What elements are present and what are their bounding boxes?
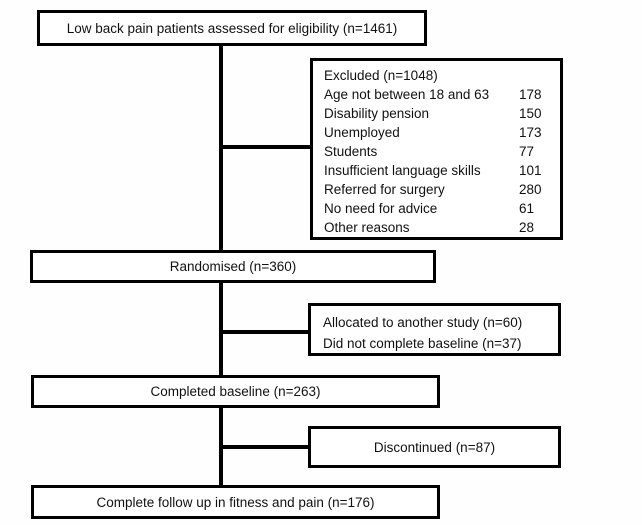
reason-value: 28 <box>519 220 535 235</box>
reason-value: 280 <box>519 182 542 197</box>
reason-label: Disability pension <box>324 106 430 121</box>
randomised-label: Randomised (n=360) <box>169 259 297 274</box>
excluded-reason-row: Referred for surgery 280 <box>324 180 554 199</box>
connector-vertical-2 <box>219 281 223 377</box>
excluded-reason-row: Students 77 <box>324 142 554 161</box>
excluded-reason-row: Disability pension 150 <box>324 104 554 123</box>
excluded-box: Excluded (n=1048) Age not between 18 and… <box>310 58 563 240</box>
reason-value: 77 <box>519 144 535 159</box>
excluded-reason-row: No need for advice 61 <box>324 199 554 218</box>
reason-label: Age not between 18 and 63 <box>324 87 490 102</box>
connector-to-discontinued <box>221 445 308 449</box>
excluded-reason-row: Insufficient language skills 101 <box>324 161 554 180</box>
excluded-reason-row: Unemployed 173 <box>324 123 554 142</box>
reason-value: 61 <box>519 201 535 216</box>
reason-label: Insufficient language skills <box>324 163 481 178</box>
excluded-reason-row: Other reasons 28 <box>324 218 554 237</box>
reason-label: Other reasons <box>324 220 410 235</box>
allocated-line-1: Allocated to another study (n=60) <box>323 315 523 330</box>
reason-label: Students <box>324 144 378 159</box>
discontinued-label: Discontinued (n=87) <box>373 439 496 455</box>
reason-label: Unemployed <box>324 125 400 140</box>
reason-value: 101 <box>519 163 542 178</box>
followup-box: Complete follow up in fitness and pain (… <box>31 485 440 519</box>
reason-label: No need for advice <box>324 201 438 216</box>
randomised-box: Randomised (n=360) <box>30 250 436 283</box>
discontinued-box: Discontinued (n=87) <box>308 426 561 468</box>
excluded-reason-row: Age not between 18 and 63 178 <box>324 85 554 104</box>
connector-to-allocated <box>221 330 308 334</box>
reason-value: 173 <box>519 125 542 140</box>
completed-baseline-box: Completed baseline (n=263) <box>31 375 440 408</box>
reason-label: Referred for surgery <box>324 182 445 197</box>
allocated-box: Allocated to another study (n=60) Did no… <box>308 303 561 356</box>
reason-value: 150 <box>519 106 542 121</box>
followup-label: Complete follow up in fitness and pain (… <box>96 494 375 510</box>
completed-baseline-label: Completed baseline (n=263) <box>150 384 321 399</box>
excluded-title: Excluded (n=1048) <box>324 68 438 83</box>
connector-to-excluded <box>221 145 310 149</box>
reason-value: 178 <box>519 87 542 102</box>
allocated-line-2: Did not complete baseline (n=37) <box>323 336 522 351</box>
eligibility-label: Low back pain patients assessed for elig… <box>66 20 398 36</box>
eligibility-box: Low back pain patients assessed for elig… <box>37 10 427 46</box>
